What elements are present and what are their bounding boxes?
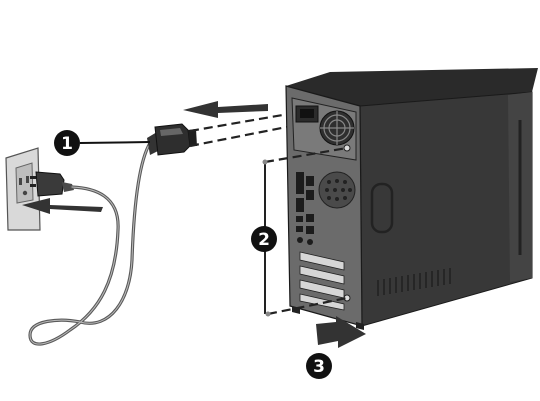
callout-1-label: 1	[61, 134, 73, 154]
callout-2-label: 2	[258, 230, 270, 250]
callout-1-badge	[54, 130, 80, 156]
unplug-arrow-connector	[183, 101, 268, 118]
callout-1: 1	[54, 130, 80, 156]
callout-2: 2	[251, 226, 277, 252]
screw-icon	[343, 144, 351, 152]
callout-2-badge	[251, 226, 277, 252]
power-plug	[30, 171, 74, 197]
unplug-arrow-outlet	[22, 198, 103, 214]
power-connector	[147, 123, 197, 156]
connector-guide-lines	[189, 110, 303, 148]
callout-3-label: 3	[313, 357, 325, 377]
callout-3-badge	[306, 353, 332, 379]
io-ports	[296, 172, 314, 245]
computer-tower	[285, 68, 538, 330]
side-vent	[377, 268, 451, 296]
callout-3: 3	[306, 353, 332, 379]
callout-1-leader	[79, 141, 151, 144]
side-panel-arrow	[316, 316, 366, 348]
wall-outlet	[5, 147, 41, 231]
case-fan-grill	[318, 171, 356, 209]
